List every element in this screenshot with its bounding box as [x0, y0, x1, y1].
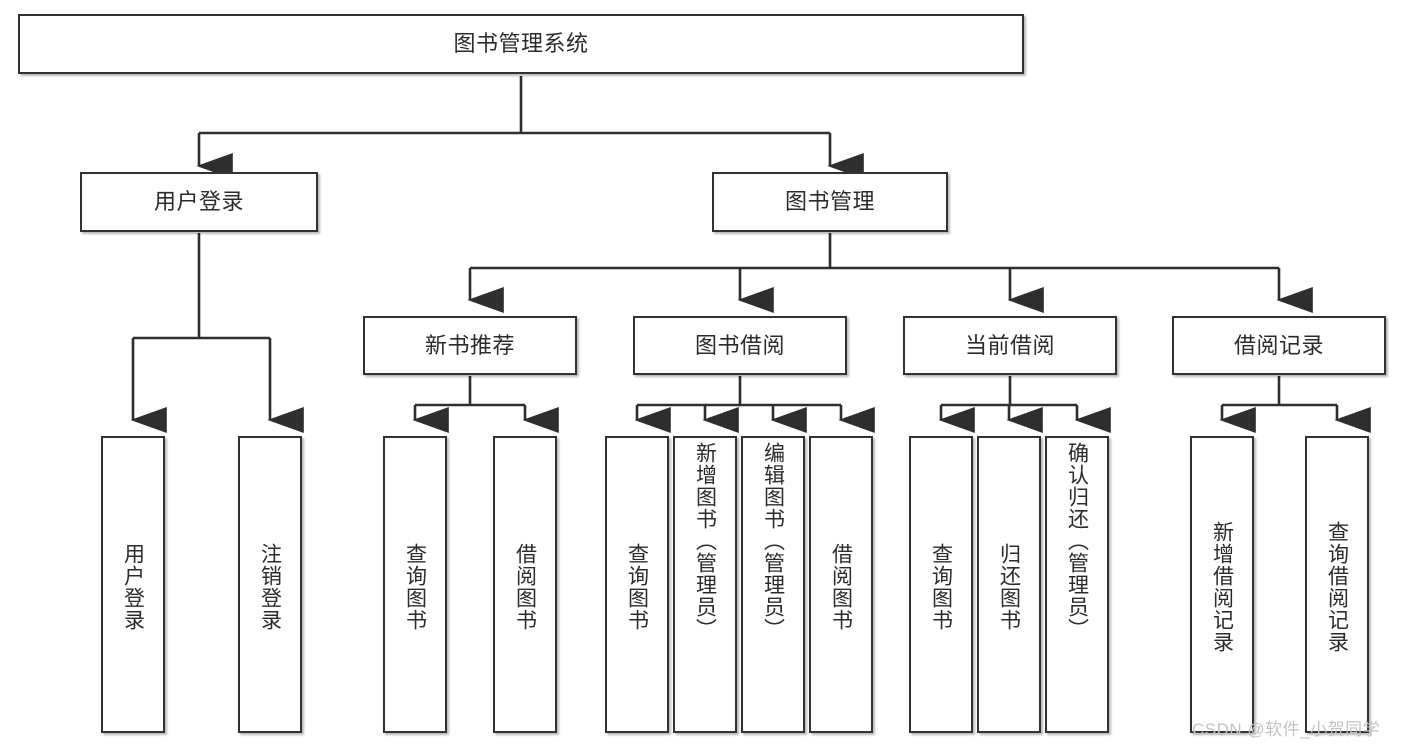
leaf-borrow-books-borrowing[interactable]: 借阅图书	[809, 436, 873, 733]
node-label: 查询图书	[403, 542, 427, 631]
node-current-borrowing[interactable]: 当前借阅	[903, 316, 1117, 375]
node-label: 借阅记录	[1233, 332, 1324, 358]
node-book-management[interactable]: 图书管理	[712, 172, 948, 232]
node-label: 查询图书	[929, 542, 953, 631]
leaf-add-book-admin[interactable]: 新增图书（管理员）	[673, 436, 737, 733]
node-book-borrowing[interactable]: 图书借阅	[633, 316, 847, 375]
leaf-edit-book-admin[interactable]: 编辑图书（管理员）	[741, 436, 805, 733]
node-label: 图书管理	[784, 189, 875, 215]
leaf-return-books[interactable]: 归还图书	[977, 436, 1041, 733]
node-label: 借阅图书	[829, 542, 853, 631]
node-label: 当前借阅	[964, 332, 1055, 358]
node-label: 编辑图书（管理员）	[761, 442, 785, 640]
leaf-borrow-books-new-recommendation[interactable]: 借阅图书	[493, 436, 557, 733]
leaf-query-borrow-record[interactable]: 查询借阅记录	[1305, 436, 1369, 733]
node-new-book-recommendation[interactable]: 新书推荐	[363, 316, 577, 375]
node-borrowing-records[interactable]: 借阅记录	[1172, 316, 1386, 375]
leaf-add-borrow-record[interactable]: 新增借阅记录	[1190, 436, 1254, 733]
node-label: 新增图书（管理员）	[693, 442, 717, 640]
node-label: 新书推荐	[424, 332, 515, 358]
leaf-query-books-new-recommendation[interactable]: 查询图书	[383, 436, 447, 733]
node-label: 图书管理系统	[453, 31, 589, 57]
node-label: 新增借阅记录	[1210, 520, 1234, 653]
node-root-book-management-system[interactable]: 图书管理系统	[18, 14, 1024, 74]
leaf-query-books-current[interactable]: 查询图书	[909, 436, 973, 733]
leaf-query-books-borrowing[interactable]: 查询图书	[605, 436, 669, 733]
leaf-user-login[interactable]: 用户登录	[101, 436, 165, 733]
node-label: 确认归还（管理员）	[1065, 442, 1089, 640]
node-label: 借阅图书	[513, 542, 537, 631]
node-label: 查询图书	[625, 542, 649, 631]
node-label: 用户登录	[153, 189, 244, 215]
node-label: 图书借阅	[694, 332, 785, 358]
leaf-confirm-return-admin[interactable]: 确认归还（管理员）	[1045, 436, 1109, 733]
leaf-logout[interactable]: 注销登录	[238, 436, 302, 733]
node-label: 查询借阅记录	[1325, 520, 1349, 653]
node-label: 注销登录	[258, 542, 282, 631]
node-label: 用户登录	[121, 542, 145, 631]
csdn-watermark: CSDN @软件_小贺同学	[1192, 720, 1381, 739]
node-label: 归还图书	[997, 542, 1021, 631]
node-user-login[interactable]: 用户登录	[80, 172, 318, 232]
